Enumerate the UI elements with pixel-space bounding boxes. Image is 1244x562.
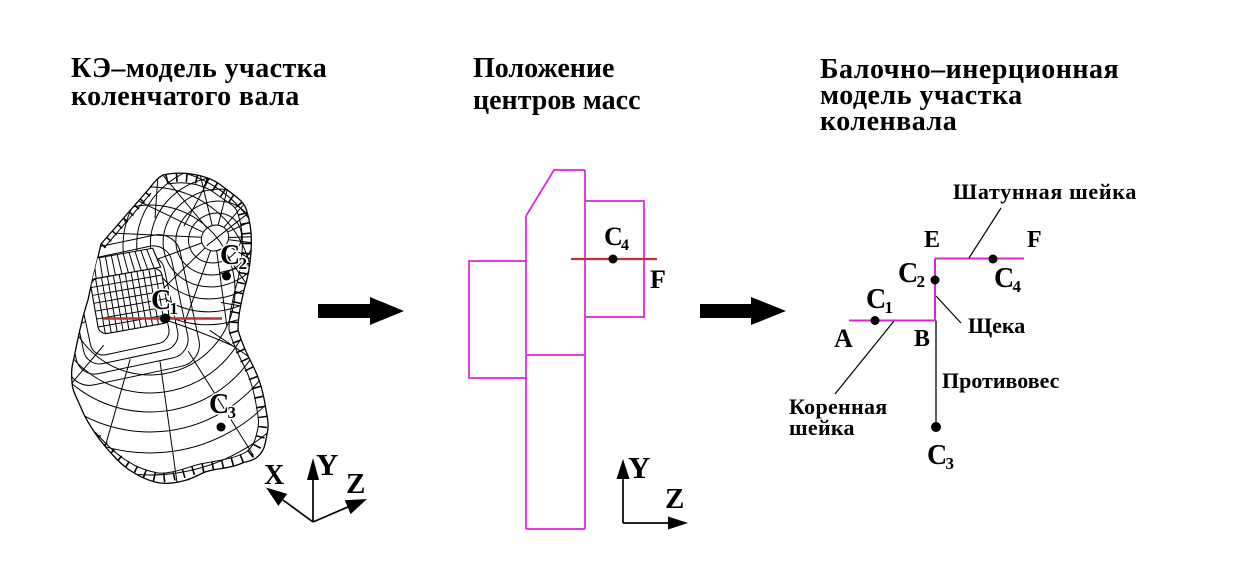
c4-label-sub: 4	[621, 237, 629, 254]
mass-axes	[616, 459, 688, 530]
c3-label: C	[209, 389, 229, 420]
leader-crankpin	[968, 207, 1002, 259]
mass-axis-y-label: Y	[628, 450, 650, 485]
beam-c4-label-sub: 4	[1013, 277, 1022, 296]
beam-c3-label-sub: 3	[946, 454, 955, 473]
c2-label: C	[220, 240, 240, 271]
beam-model-title-line2: модель участка	[820, 80, 1023, 111]
beam-journal-line	[849, 257, 1024, 322]
fe-axis-z-label: Z	[346, 468, 365, 500]
arrow-1	[318, 297, 404, 325]
mass-centers-title: Положение центров масс	[473, 53, 641, 116]
c3-dot	[216, 422, 226, 432]
mass-centers-title-line1: Положение	[473, 53, 615, 84]
fe-axis-x-label: X	[264, 460, 284, 491]
main-journal-annotation-line2: шейка	[789, 415, 855, 441]
beam-model-title: Балочно–инерционная модель участка колен…	[820, 54, 1120, 137]
beam-c4-dot	[988, 254, 998, 264]
web-annotation: Щека	[968, 313, 1026, 338]
c4-label: C	[604, 222, 623, 251]
node-b-label: B	[914, 326, 930, 352]
main-journal-annotation-line1: Коренная	[789, 394, 888, 419]
beam-c1-dot	[870, 316, 880, 325]
journal-stub	[87, 247, 170, 335]
crankpin-annotation: Шатунная шейка	[953, 179, 1138, 204]
arrow-2	[700, 297, 786, 325]
node-e-label: E	[924, 227, 940, 253]
beam-c2-label-sub: 2	[917, 272, 926, 291]
c2-label-sub: 2	[239, 254, 248, 273]
leader-web	[935, 295, 962, 324]
mass-centers-title-line2: центров масс	[473, 84, 641, 116]
node-f-label: F	[1027, 227, 1042, 253]
c1-dot	[160, 313, 170, 324]
beam-c3-dot	[931, 422, 941, 432]
fe-model-title-line1: КЭ–модель участка	[71, 53, 328, 84]
fe-model-title: КЭ–модель участка коленчатого вала	[71, 55, 327, 111]
c4-dot	[608, 254, 618, 264]
fe-model-title-line2: коленчатого вала	[71, 81, 300, 112]
counterweight-annotation: Противовес	[942, 368, 1060, 393]
beam-c2-dot	[930, 275, 940, 285]
c2-dot	[222, 271, 231, 281]
node-f2-label: F	[650, 265, 666, 294]
fe-axes-triad	[266, 458, 367, 523]
beam-c1-label: C	[866, 284, 886, 315]
beam-c3-label: C	[927, 440, 947, 471]
c1-label-sub: 1	[170, 299, 179, 318]
fe-mesh-wireframe: C 1 C 2 C 3	[70, 172, 269, 485]
beam-model-title-line3: коленвала	[820, 106, 958, 137]
beam-c2-label: C	[898, 258, 918, 289]
beam-model-title-line1: Балочно–инерционная	[820, 54, 1120, 85]
fe-axis-y-label: Y	[316, 447, 338, 482]
leader-main-journal	[834, 320, 895, 395]
node-a-label: A	[834, 324, 853, 353]
mass-axis-z-label: Z	[665, 483, 684, 515]
c3-label-sub: 3	[228, 403, 237, 422]
c1-label: C	[151, 285, 171, 316]
beam-c1-label-sub: 1	[885, 298, 894, 317]
beam-c4-label: C	[994, 263, 1014, 294]
beam-model: A B E F C 1 C 2 C 4 C 3	[834, 207, 1042, 473]
main-journal-annotation: Коренная шейка	[789, 394, 888, 441]
